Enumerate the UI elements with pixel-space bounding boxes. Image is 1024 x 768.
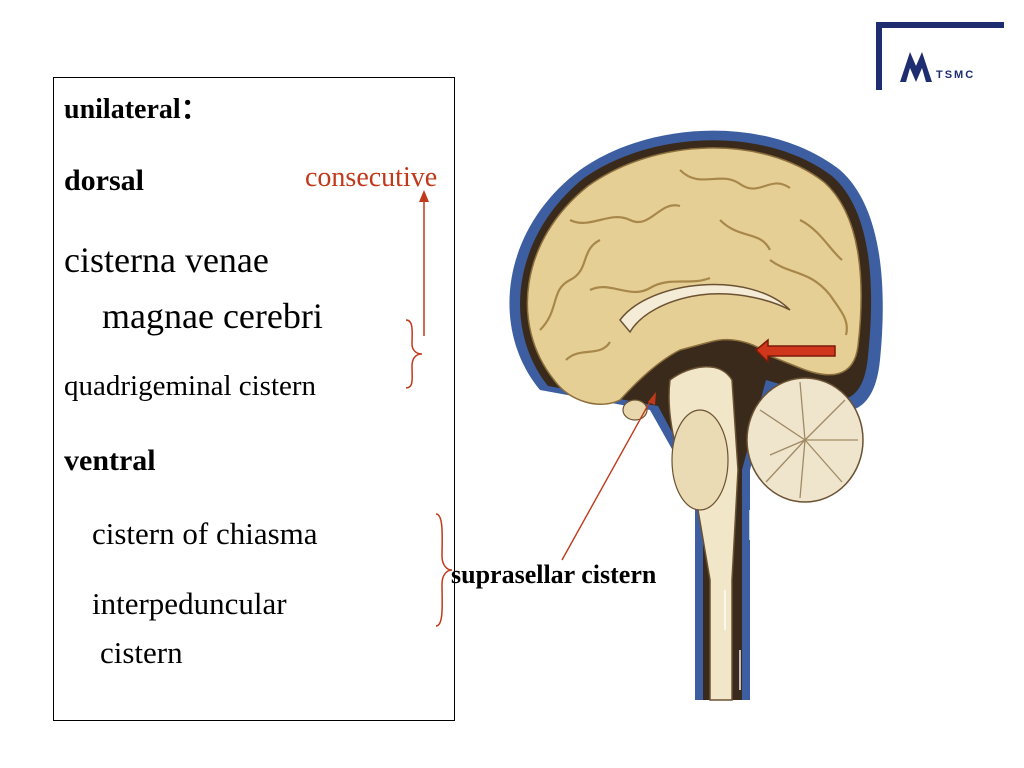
heading-unilateral: unilateral：	[64, 94, 209, 125]
quadrigeminal-cistern: quadrigeminal cistern	[64, 370, 317, 402]
cisterna-venae-line2: magnae cerebri	[102, 296, 323, 336]
pons	[671, 409, 729, 511]
pituitary	[622, 399, 648, 421]
logo-text: TSMC	[936, 69, 975, 81]
interpeduncular-line2: cistern	[100, 635, 183, 670]
heading-ventral: ventral	[64, 444, 156, 477]
label-suprasellar-cistern: suprasellar cistern	[451, 560, 657, 589]
tsmc-mark-icon	[900, 52, 932, 82]
gyri-lines	[539, 169, 848, 361]
cistern-list-box: unilateral： dorsal cisterna venae magnae…	[53, 77, 455, 721]
cisterna-venae-line1: cisterna venae	[64, 240, 269, 280]
cistern-of-chiasma: cistern of chiasma	[92, 516, 318, 551]
interpeduncular-line1: interpeduncular	[92, 586, 287, 621]
tsmc-logo: TSMC	[876, 22, 1004, 92]
corpus-callosum	[619, 283, 791, 334]
cerebellum	[746, 377, 864, 503]
label-consecutive: consecutive	[305, 162, 438, 193]
heading-dorsal: dorsal	[64, 164, 145, 197]
brain-sagittal-illustration	[470, 110, 890, 710]
